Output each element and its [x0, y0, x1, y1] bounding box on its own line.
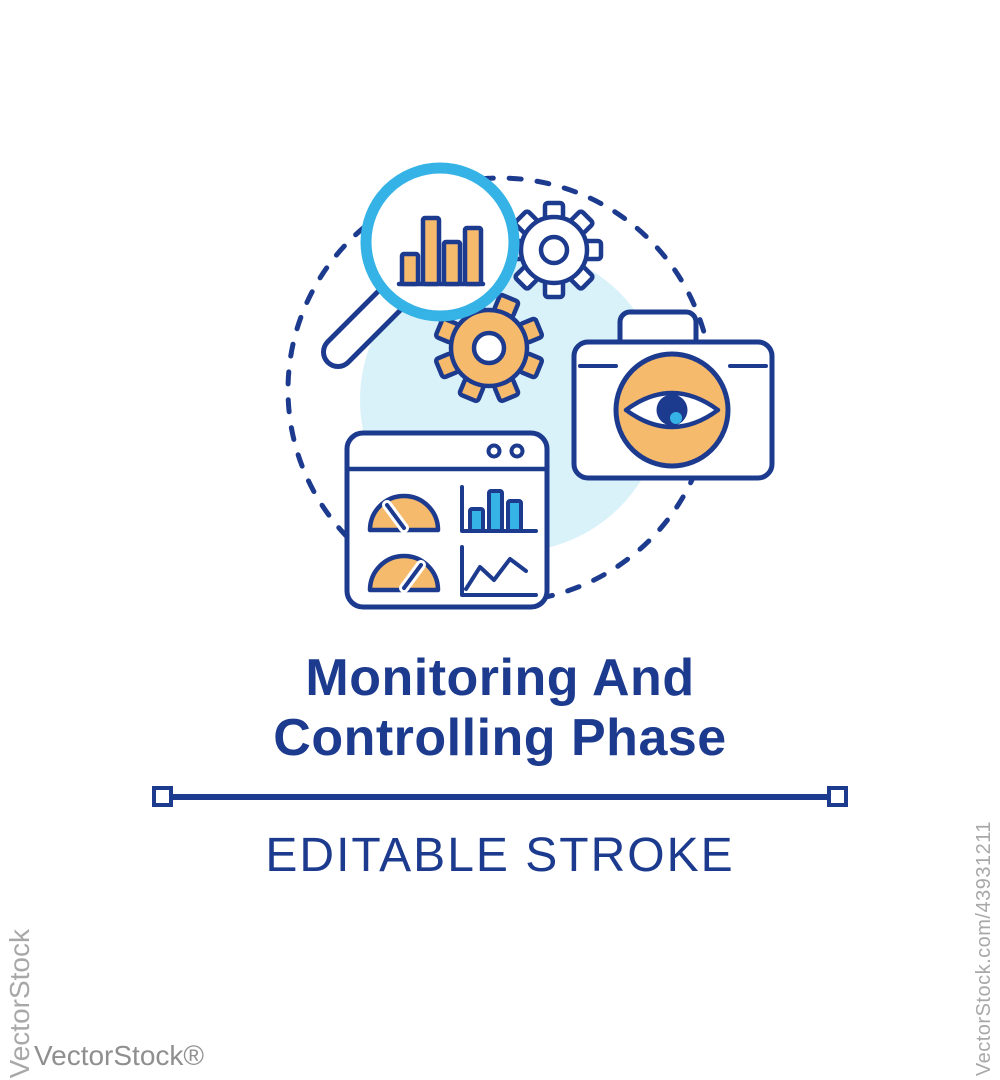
camera-eye-icon: [571, 309, 775, 481]
editable-stroke-label: EDITABLE STROKE: [265, 829, 735, 882]
window-dot: [486, 443, 502, 459]
divider-endpoint-right: [827, 786, 848, 807]
watermark-bottom-left: VectorStock®: [34, 1040, 205, 1071]
magnifier-bar-chart: [396, 215, 486, 287]
mini-line-chart-icon: [460, 545, 538, 597]
watermark-right-vertical: VectorStock.com/43931211: [973, 820, 995, 1076]
gauge-icon-top: [367, 493, 441, 533]
gauge-icon-bottom: [367, 553, 441, 593]
page-title: Monitoring And Controlling Phase: [0, 648, 1000, 768]
window-dot: [509, 443, 525, 459]
magnifier-chart-icon: [321, 162, 520, 369]
stroke-divider: [152, 786, 848, 807]
mini-bar-chart-icon: [460, 485, 538, 533]
dashboard-window-icon: [344, 430, 550, 610]
watermark-left-vertical: VectorStock: [4, 928, 35, 1078]
divider-endpoint-left: [152, 786, 173, 807]
divider-line: [173, 793, 827, 800]
eye-icon: [623, 390, 721, 430]
title-line-1: Monitoring And: [305, 649, 695, 707]
concept-illustration: [285, 162, 775, 610]
title-line-2: Controlling Phase: [273, 709, 727, 767]
gear-icon-small: [504, 200, 604, 300]
